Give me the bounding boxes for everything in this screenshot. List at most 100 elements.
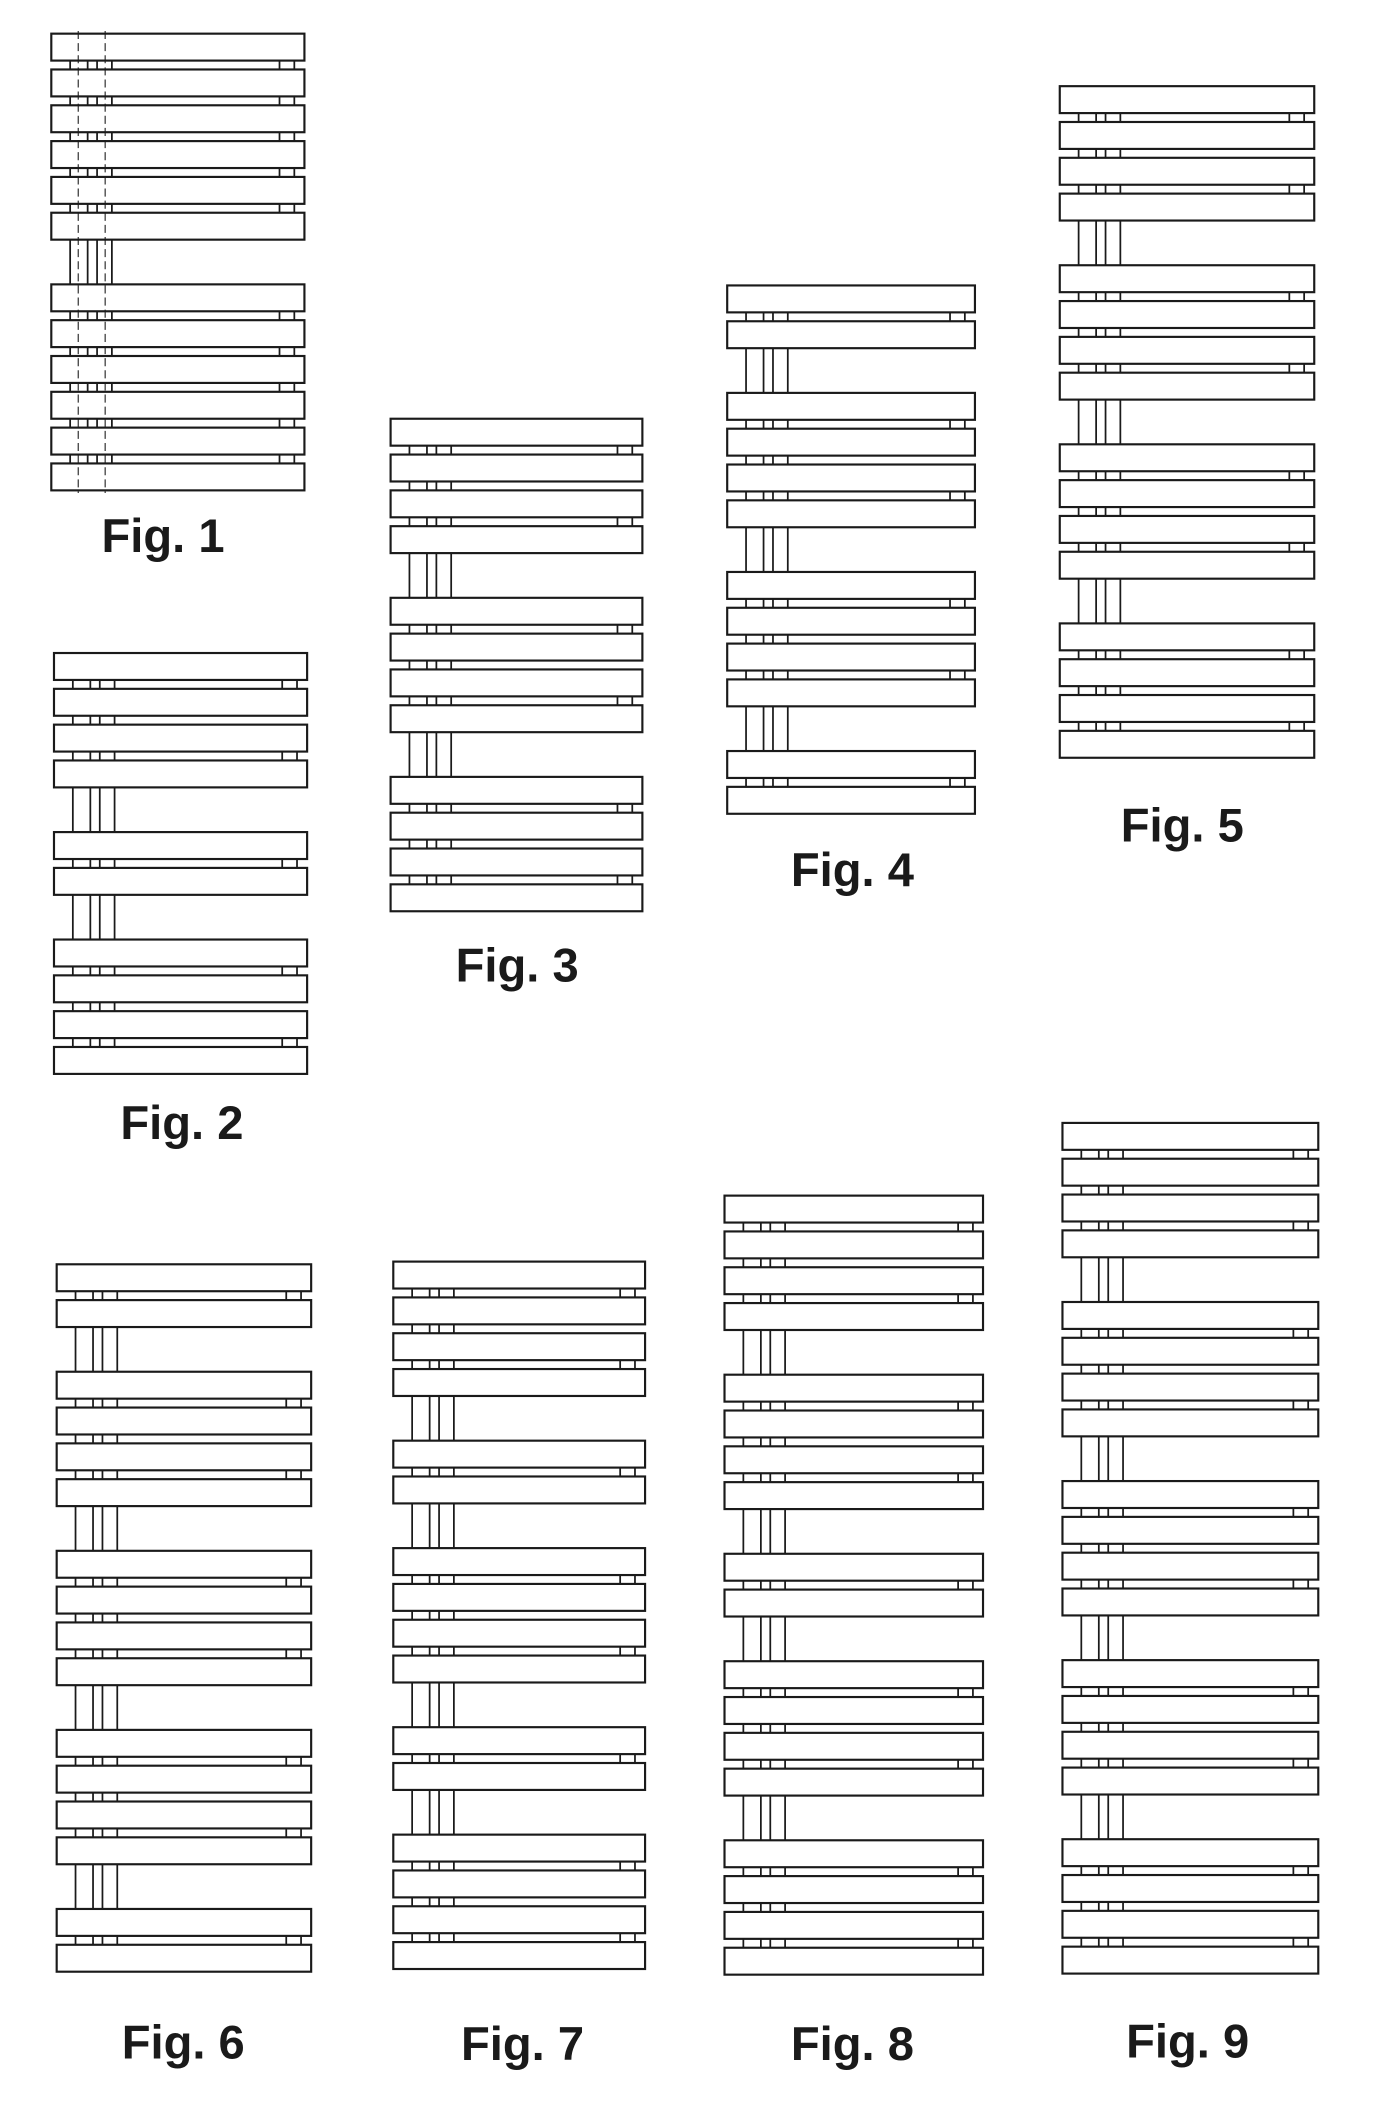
horizontal-bar [1061,1838,1320,1868]
horizontal-bar [50,211,306,241]
horizontal-bar [392,1367,647,1398]
figure-3: Fig. 3 [389,417,644,992]
horizontal-bar [723,1660,985,1690]
horizontal-bar [723,1731,985,1761]
horizontal-bar [723,1266,985,1296]
horizontal-bar [723,1409,985,1439]
horizontal-bar [392,1654,647,1684]
horizontal-bar [1058,156,1316,186]
figure-label: Fig. 4 [791,843,914,896]
horizontal-bar [1061,1408,1320,1438]
horizontal-bar [1061,1479,1320,1510]
horizontal-bar [55,1549,313,1579]
horizontal-bar [726,391,977,421]
horizontal-bar [1058,479,1316,509]
horizontal-bar [55,1299,313,1329]
horizontal-bar [50,68,306,98]
horizontal-bar [1061,1157,1320,1187]
horizontal-bar [723,1552,985,1582]
horizontal-bar [50,175,306,205]
horizontal-bar [726,427,977,457]
horizontal-bar [1058,550,1316,580]
horizontal-bar [1061,1551,1320,1581]
horizontal-bar [1058,658,1316,688]
horizontal-bar [55,1585,313,1615]
figure-5: Fig. 5 [1058,85,1316,852]
horizontal-bar [1058,371,1316,401]
horizontal-bar [723,1910,985,1940]
horizontal-bar [1061,1873,1320,1904]
figure-label: Fig. 3 [456,939,579,992]
horizontal-bar [723,1588,985,1618]
horizontal-bar [723,1373,985,1403]
horizontal-bar [726,320,977,350]
horizontal-bar [1058,335,1316,365]
horizontal-bar [723,1946,985,1976]
horizontal-bar [1061,1694,1320,1724]
horizontal-bar [1061,1121,1320,1151]
horizontal-bar [723,1301,985,1332]
figure-label: Fig. 8 [791,2017,914,2070]
horizontal-bar [389,811,644,841]
horizontal-bar [50,32,306,62]
horizontal-bar [50,140,306,170]
horizontal-bar [1058,120,1316,150]
horizontal-bar [52,1045,309,1075]
horizontal-bar [55,1478,313,1508]
horizontal-bar [1061,1766,1320,1796]
figure-9: Fig. 9 [1061,1121,1320,2067]
horizontal-bar [1058,729,1316,759]
horizontal-bar [723,1445,985,1475]
horizontal-bar [392,1869,647,1899]
horizontal-bar [389,489,644,519]
horizontal-bar [1061,1909,1320,1939]
horizontal-bar [726,749,977,780]
horizontal-bar [50,104,306,134]
horizontal-bar [50,462,306,492]
horizontal-bar [1061,1659,1320,1689]
horizontal-bar [55,1836,313,1866]
horizontal-bar [1061,1372,1320,1402]
horizontal-bar [1061,1300,1320,1330]
horizontal-bar [723,1875,985,1905]
figure-label: Fig. 2 [120,1096,243,1149]
horizontal-bar [389,775,644,805]
horizontal-bar [1058,443,1316,473]
figure-label: Fig. 9 [1126,2014,1249,2067]
horizontal-bar [392,1761,647,1792]
horizontal-bar [55,1442,313,1472]
horizontal-bar [50,390,306,420]
horizontal-bar [1058,299,1316,330]
horizontal-bar [723,1481,985,1511]
horizontal-bar [52,831,309,861]
horizontal-bar [55,1370,313,1400]
figure-7: Fig. 7 [392,1260,647,2070]
horizontal-bar [723,1839,985,1869]
horizontal-bar [392,1547,647,1577]
horizontal-bar [52,687,309,717]
horizontal-bar [52,866,309,896]
figure-6: Fig. 6 [55,1263,313,2069]
horizontal-bar [1061,1945,1320,1975]
figure-8: Fig. 8 [723,1194,985,2070]
horizontal-bar [389,883,644,913]
horizontal-bar [392,1296,647,1326]
horizontal-bar [389,668,644,698]
horizontal-bar [726,606,977,636]
horizontal-bar [1061,1229,1320,1259]
horizontal-bar [726,499,977,529]
figure-label: Fig. 6 [122,2016,245,2069]
horizontal-bar [1058,264,1316,294]
horizontal-bar [723,1230,985,1260]
horizontal-bar [50,319,306,349]
horizontal-bar [726,463,977,493]
horizontal-bar [55,1907,313,1937]
horizontal-bar [723,1194,985,1224]
horizontal-bar [1058,85,1316,115]
horizontal-bar [55,1764,313,1794]
horizontal-bar [52,723,309,753]
horizontal-bar [726,284,977,314]
horizontal-bar [726,678,977,708]
horizontal-bar [52,759,309,789]
